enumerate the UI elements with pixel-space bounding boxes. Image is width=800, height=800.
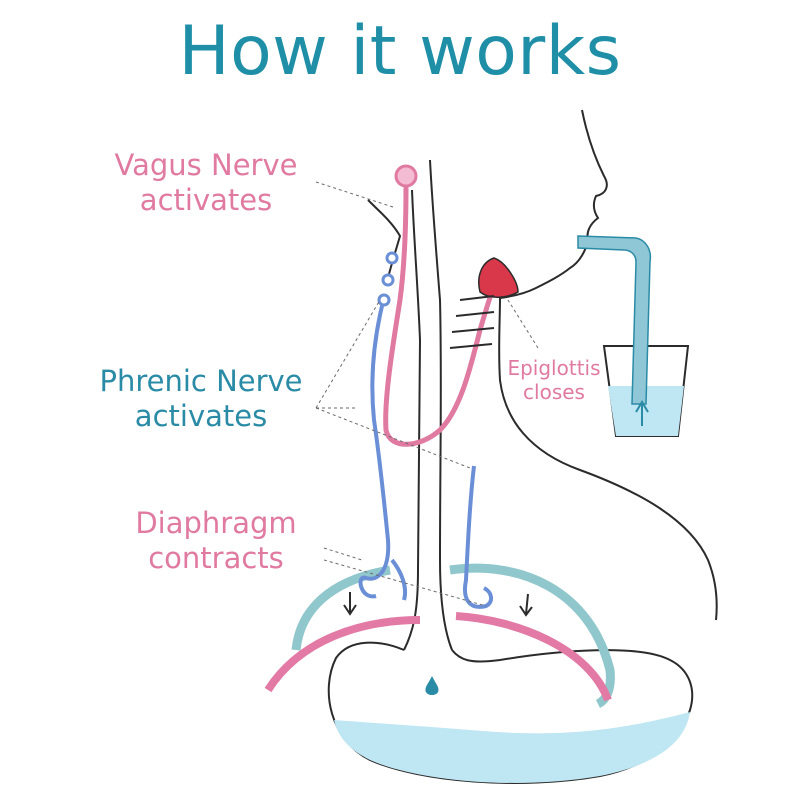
diaphragm-left-teal bbox=[291, 565, 391, 651]
epiglottis-label: Epiglottis closes bbox=[502, 356, 606, 404]
phrenic-nerve-left-branch bbox=[390, 558, 407, 601]
straw bbox=[577, 235, 652, 405]
arrow-down-icon bbox=[343, 592, 357, 616]
face-profile-outline bbox=[499, 109, 608, 299]
esophagus-outline-inner bbox=[403, 189, 422, 651]
phrenic-nerve-label-line2: activates bbox=[134, 398, 268, 433]
phrenic-node-1 bbox=[385, 251, 399, 265]
diaphragm-label-line2: contracts bbox=[148, 540, 284, 575]
phrenic-nerve-label-line1: Phrenic Nerve bbox=[99, 364, 303, 398]
throat-front-outline bbox=[498, 297, 718, 621]
diaphragm-right-pink bbox=[455, 612, 612, 702]
stomach-water bbox=[334, 712, 690, 783]
arrow-down-icon-right bbox=[519, 593, 533, 617]
page-title: How it works bbox=[178, 12, 622, 91]
phrenic-node-2 bbox=[381, 273, 395, 287]
phrenic-nerve-label: Phrenic Nerve activates bbox=[86, 364, 316, 434]
epiglottis-label-line1: Epiglottis bbox=[507, 356, 601, 380]
vagus-nerve-label-line1: Vagus Nerve bbox=[114, 148, 298, 182]
vagus-nerve-origin bbox=[394, 164, 418, 188]
diaphragm-label: Diaphragm contracts bbox=[118, 506, 314, 576]
arrow-up-icon bbox=[635, 400, 649, 426]
diaphragm-left-pink bbox=[264, 616, 421, 693]
trachea-rings bbox=[449, 295, 495, 349]
phrenic-node-3 bbox=[377, 293, 391, 307]
epiglottis-shape bbox=[478, 257, 519, 298]
esophagus-outline bbox=[429, 159, 453, 651]
phrenic-nerve-right bbox=[463, 465, 493, 609]
vagus-nerve-label: Vagus Nerve activates bbox=[96, 148, 316, 218]
neck-back-outline bbox=[367, 199, 402, 279]
epiglottis-label-line2: closes bbox=[523, 380, 585, 404]
glass-water bbox=[608, 386, 684, 436]
leader-lines bbox=[315, 181, 539, 607]
diaphragm-label-line1: Diaphragm bbox=[135, 506, 297, 540]
vagus-nerve-label-line2: activates bbox=[139, 182, 273, 217]
water-drop-icon bbox=[425, 676, 439, 695]
phrenic-nerve-left bbox=[358, 305, 391, 599]
